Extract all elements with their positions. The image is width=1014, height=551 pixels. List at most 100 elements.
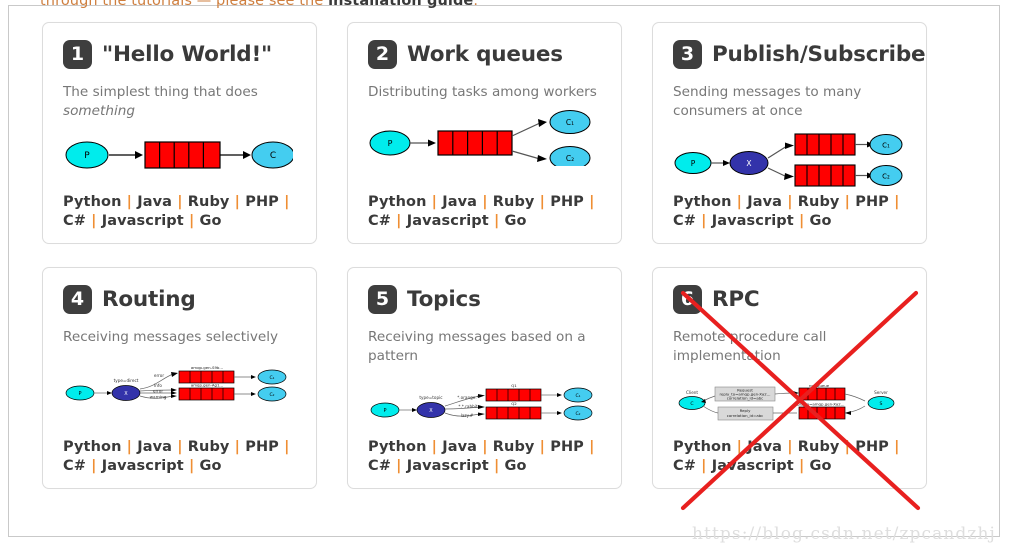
lang-separator: |: [234, 439, 241, 455]
lang-link-ruby[interactable]: Ruby: [797, 439, 840, 455]
lang-link-java[interactable]: Java: [747, 439, 783, 455]
lang-link-csharp[interactable]: C#: [368, 458, 391, 474]
language-links: Python | Java | Ruby | PHP | C# | Javasc…: [673, 438, 910, 476]
lang-link-ruby[interactable]: Ruby: [797, 194, 840, 210]
card-title[interactable]: Publish/Subscribe: [712, 42, 926, 67]
lang-link-csharp[interactable]: C#: [673, 458, 696, 474]
lang-link-ruby[interactable]: Ruby: [492, 194, 535, 210]
lang-link-ruby[interactable]: Ruby: [187, 439, 230, 455]
installation-guide-link[interactable]: installation guide: [328, 0, 474, 9]
card-description-text: Receiving messages selectively: [63, 329, 279, 345]
lang-link-java[interactable]: Java: [747, 194, 783, 210]
lang-link-python[interactable]: Python: [63, 194, 122, 210]
lang-link-go[interactable]: Go: [199, 213, 222, 229]
lang-link-csharp[interactable]: C#: [63, 213, 86, 229]
lang-separator: |: [431, 439, 438, 455]
lang-link-go[interactable]: Go: [199, 458, 222, 474]
tutorial-card-routing[interactable]: 4 Routing Receiving messages selectively…: [42, 267, 317, 489]
card-number-badge: 1: [63, 40, 92, 69]
lang-link-php[interactable]: PHP: [245, 194, 279, 210]
lang-separator: |: [493, 458, 500, 474]
svg-text:Q1: Q1: [511, 383, 517, 388]
lang-separator: |: [701, 458, 707, 474]
lang-link-python[interactable]: Python: [673, 439, 732, 455]
card-number-badge: 3: [673, 40, 702, 69]
tutorial-card-rpc[interactable]: 6 RPC Remote procedure call implementati…: [652, 267, 927, 489]
lang-link-go[interactable]: Go: [504, 213, 527, 229]
svg-text:correlation_id=abc: correlation_id=abc: [727, 413, 764, 418]
svg-text:P: P: [388, 139, 393, 148]
tutorial-card-topics[interactable]: 5 Topics Receiving messages based on a p…: [347, 267, 622, 489]
svg-text:X: X: [746, 159, 751, 168]
svg-text:error: error: [153, 389, 163, 394]
tutorial-card-publish-subscribe[interactable]: 3 Publish/Subscribe Sending messages to …: [652, 22, 927, 244]
tutorial-card-hello-world[interactable]: 1 "Hello World!" The simplest thing that…: [42, 22, 317, 244]
lang-link-csharp[interactable]: C#: [368, 213, 391, 229]
lang-link-ruby[interactable]: Ruby: [492, 439, 535, 455]
intro-middle: please see the: [216, 0, 324, 9]
lang-separator: |: [894, 439, 900, 455]
tutorial-card-grid: 1 "Hello World!" The simplest thing that…: [42, 22, 952, 489]
lang-link-go[interactable]: Go: [809, 213, 832, 229]
lang-link-java[interactable]: Java: [442, 439, 478, 455]
svg-text:Q2: Q2: [511, 401, 517, 406]
lang-link-php[interactable]: PHP: [245, 439, 279, 455]
lang-link-javascript[interactable]: Javascript: [406, 213, 489, 229]
lang-link-javascript[interactable]: Javascript: [711, 458, 794, 474]
csdn-watermark: https://blog.csdn.net/zpcandzhj: [692, 524, 996, 544]
svg-text:S: S: [880, 401, 883, 407]
lang-link-java[interactable]: Java: [137, 194, 173, 210]
lang-link-python[interactable]: Python: [673, 194, 732, 210]
lang-separator: |: [493, 213, 500, 229]
lang-link-php[interactable]: PHP: [550, 439, 584, 455]
svg-text:C₂: C₂: [882, 173, 890, 181]
card-header: 5 Topics: [368, 285, 601, 314]
lang-separator: |: [396, 458, 402, 474]
lang-separator: |: [736, 439, 743, 455]
card-title[interactable]: Topics: [407, 287, 481, 312]
svg-text:C₁: C₁: [575, 393, 580, 399]
lang-separator: |: [91, 458, 97, 474]
card-title[interactable]: Work queues: [407, 42, 563, 67]
lang-link-javascript[interactable]: Javascript: [711, 213, 794, 229]
lang-link-javascript[interactable]: Javascript: [406, 458, 489, 474]
svg-text:amqp.gen-Ag1...: amqp.gen-Ag1...: [191, 383, 223, 388]
svg-text:amqp.gen-S9b...: amqp.gen-S9b...: [191, 365, 223, 370]
lang-link-php[interactable]: PHP: [855, 194, 889, 210]
lang-separator: |: [177, 194, 183, 210]
card-description-text: Receiving messages based on a pattern: [368, 329, 586, 364]
lang-link-csharp[interactable]: C#: [673, 213, 696, 229]
lang-separator: |: [844, 194, 851, 210]
lang-link-php[interactable]: PHP: [855, 439, 889, 455]
lang-link-java[interactable]: Java: [442, 194, 478, 210]
lang-link-python[interactable]: Python: [368, 194, 427, 210]
tutorial-card-work-queues[interactable]: 2 Work queues Distributing tasks among w…: [347, 22, 622, 244]
card-number-badge: 6: [673, 285, 702, 314]
language-links: Python | Java | Ruby | PHP | C# | Javasc…: [63, 193, 300, 231]
svg-text:C₂: C₂: [269, 392, 274, 398]
lang-separator: |: [701, 213, 707, 229]
lang-link-php[interactable]: PHP: [550, 194, 584, 210]
card-header: 2 Work queues: [368, 40, 601, 69]
lang-separator: |: [177, 439, 183, 455]
svg-text:rpc_queue: rpc_queue: [809, 383, 830, 388]
lang-separator: |: [126, 439, 133, 455]
lang-link-java[interactable]: Java: [137, 439, 173, 455]
card-description-text: Distributing tasks among workers: [368, 84, 597, 100]
svg-text:warning: warning: [150, 395, 167, 400]
card-description-text: The simplest thing that does: [63, 84, 258, 100]
lang-separator: |: [589, 439, 595, 455]
lang-link-javascript[interactable]: Javascript: [101, 213, 184, 229]
lang-link-javascript[interactable]: Javascript: [101, 458, 184, 474]
card-title[interactable]: RPC: [712, 287, 760, 312]
card-title[interactable]: "Hello World!": [102, 42, 273, 67]
lang-link-go[interactable]: Go: [809, 458, 832, 474]
svg-text:C: C: [270, 151, 276, 161]
lang-link-python[interactable]: Python: [368, 439, 427, 455]
lang-link-go[interactable]: Go: [504, 458, 527, 474]
lang-link-python[interactable]: Python: [63, 439, 122, 455]
card-title[interactable]: Routing: [102, 287, 196, 312]
lang-link-ruby[interactable]: Ruby: [187, 194, 230, 210]
lang-link-csharp[interactable]: C#: [63, 458, 86, 474]
intro-dash: —: [196, 0, 212, 9]
